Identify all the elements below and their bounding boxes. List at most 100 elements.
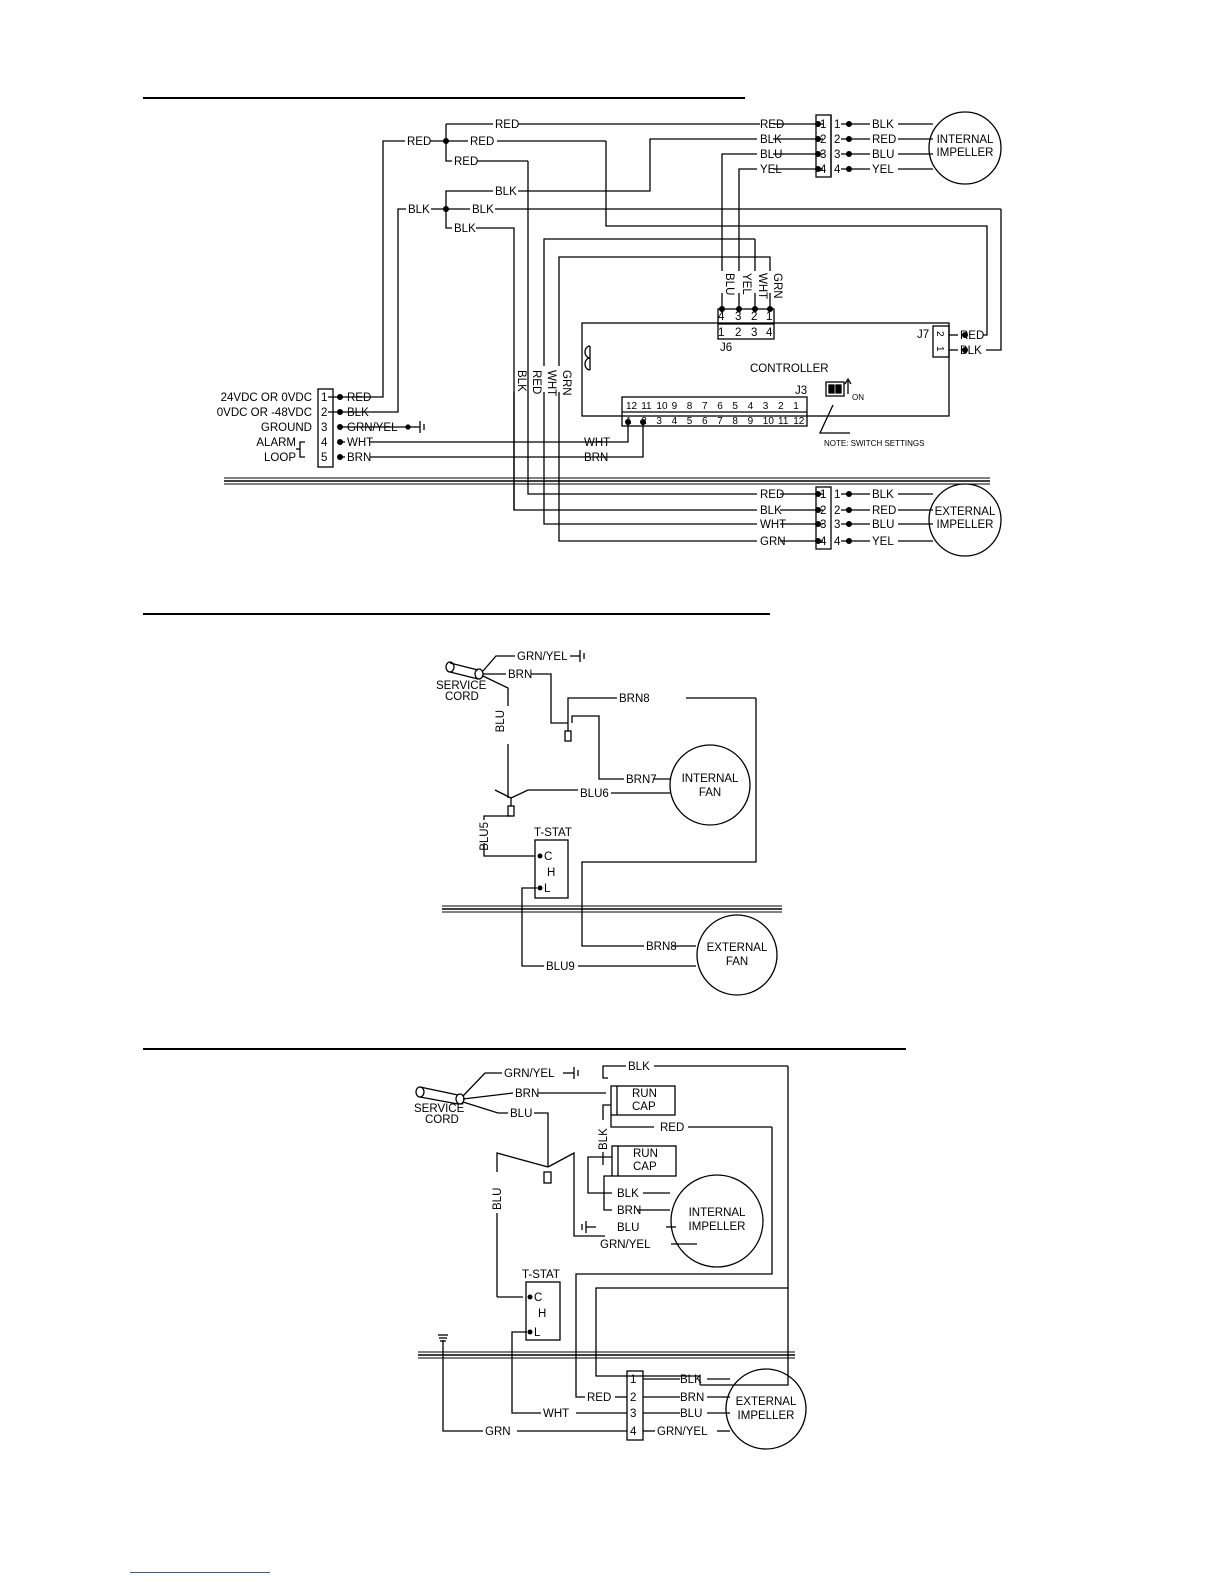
s2-service-cord-2: CORD <box>445 691 479 703</box>
s3-internal-impeller-2: IMPELLER <box>689 1221 746 1233</box>
j3-bottom-pin: 4 <box>672 416 678 427</box>
j6-wire-wht: WHT <box>756 273 768 299</box>
s3-blu-vertical: BLU <box>492 1188 504 1210</box>
external-fan-motor <box>696 914 778 996</box>
pin-number: 4 <box>834 536 841 548</box>
j3-bottom-pin: 1 <box>626 416 632 427</box>
external-impeller-label-2: IMPELLER <box>937 519 994 531</box>
j6-pin: 1 <box>718 327 724 339</box>
s3-int-wire-grn-yel: GRN/YEL <box>600 1239 651 1251</box>
s3-int-wire-blk: BLK <box>617 1188 639 1200</box>
terminal-label-5: LOOP <box>264 452 296 464</box>
pin-number: 2 <box>834 134 840 146</box>
section-3-ac-wiring <box>143 1048 906 1450</box>
s3-service-cord-2: CORD <box>425 1114 459 1126</box>
vertical-wire-red: RED <box>530 370 542 394</box>
s3-ext-pin: 1 <box>630 1374 636 1386</box>
j6-pin: 2 <box>735 327 741 339</box>
footer-link-underline <box>130 1572 270 1573</box>
section-1-dc-wiring <box>143 97 1002 557</box>
int-conn-right-3: BLU <box>872 149 894 161</box>
internal-fan-label-1: INTERNAL <box>682 773 739 785</box>
j6-wire-grn: GRN <box>771 273 783 299</box>
j7-connector <box>932 325 950 358</box>
s3-blk-vertical: BLK <box>598 1128 610 1150</box>
s3-tstat-c: C <box>534 1292 542 1304</box>
s3-blk-top: BLK <box>628 1061 650 1073</box>
pin-number: 2 <box>834 505 840 517</box>
j3-bottom-pin: 7 <box>717 416 723 427</box>
pin-number: 3 <box>820 149 826 161</box>
coil-symbol <box>584 345 591 371</box>
section-2-fan-wiring <box>143 613 782 996</box>
int-conn-left-1: RED <box>760 119 784 131</box>
j3-top-pin: 8 <box>687 401 693 412</box>
ext-conn-right-1: BLK <box>872 489 894 501</box>
s3-ext-pin: 4 <box>630 1426 637 1438</box>
j3-bottom-pin: 5 <box>687 416 693 427</box>
s2-tstat: T-STAT <box>534 827 572 839</box>
s3-grn-yel: GRN/YEL <box>504 1068 555 1080</box>
switch-note: NOTE: SWITCH SETTINGS <box>824 439 924 448</box>
external-impeller-motor <box>928 483 1002 557</box>
terminal-pin: 5 <box>321 452 327 464</box>
vertical-wire-grn: GRN <box>560 370 572 396</box>
j3-top-pin: 12 <box>626 401 638 412</box>
ext-conn-left-1: RED <box>760 489 784 501</box>
wire-label-brn: BRN <box>584 452 608 464</box>
s3-red: RED <box>660 1122 684 1134</box>
s2-grn-yel: GRN/YEL <box>517 651 568 663</box>
j7-label: J7 <box>917 329 929 341</box>
ext-conn-left-3: WHT <box>760 519 786 531</box>
wire-label-blk: BLK <box>495 186 517 198</box>
s2-blu9: BLU9 <box>546 961 575 973</box>
s3-red-ext: RED <box>587 1392 611 1404</box>
junction-dots <box>337 121 968 1335</box>
pin-number: 4 <box>820 536 827 548</box>
wire-label-blk: BLK <box>408 204 430 216</box>
s2-brn: BRN <box>508 669 532 681</box>
s3-ext-pin: 3 <box>630 1408 636 1420</box>
s2-brn7: BRN7 <box>626 774 657 786</box>
internal-impeller-label-1: INTERNAL <box>937 134 994 146</box>
internal-fan-motor <box>669 744 751 826</box>
internal-impeller-motor-3 <box>670 1174 764 1268</box>
j6-pin: 1 <box>766 311 772 323</box>
j3-top-pin: 10 <box>656 401 668 412</box>
external-fan-label-1: EXTERNAL <box>707 942 768 954</box>
j6-wire-yel: YEL <box>740 273 752 295</box>
wire-label-red: RED <box>470 136 494 148</box>
j3-bottom-pin: 10 <box>763 416 775 427</box>
j6-pin: 3 <box>751 327 757 339</box>
tstat-3 <box>525 1281 561 1341</box>
wire-label-blk: BLK <box>454 223 476 235</box>
j3-bottom-pin: 3 <box>656 416 662 427</box>
internal-impeller-motor <box>928 111 1002 185</box>
int-conn-left-4: YEL <box>760 164 782 176</box>
j3-top-pin: 11 <box>641 401 652 412</box>
j3-top-pin: 9 <box>672 401 678 412</box>
pin-number: 3 <box>834 519 840 531</box>
s2-blu6: BLU6 <box>580 788 609 800</box>
terminal-pin: 1 <box>321 392 327 404</box>
j6-pin: 4 <box>718 311 725 323</box>
s2-blu5: BLU5 <box>479 822 491 851</box>
s2-brn8-ext: BRN8 <box>646 941 677 953</box>
terminal-pin: 4 <box>321 437 328 449</box>
terminal-wire-grn-yel: GRN/YEL <box>347 422 398 434</box>
tstat-2 <box>534 839 569 899</box>
internal-impeller-label-2: IMPELLER <box>937 147 994 159</box>
pin-number: 1 <box>834 119 840 131</box>
pin-number: 1 <box>820 119 826 131</box>
int-conn-right-4: YEL <box>872 164 894 176</box>
wire-label-red: RED <box>454 156 478 168</box>
ext-conn-left-4: GRN <box>760 536 786 548</box>
j6-pin: 2 <box>751 311 757 323</box>
s2-blu: BLU <box>495 710 507 732</box>
s3-external-impeller-2: IMPELLER <box>738 1410 795 1422</box>
pin-number: 3 <box>834 149 840 161</box>
j3-label: J3 <box>795 385 807 397</box>
pin-number: 2 <box>820 134 826 146</box>
